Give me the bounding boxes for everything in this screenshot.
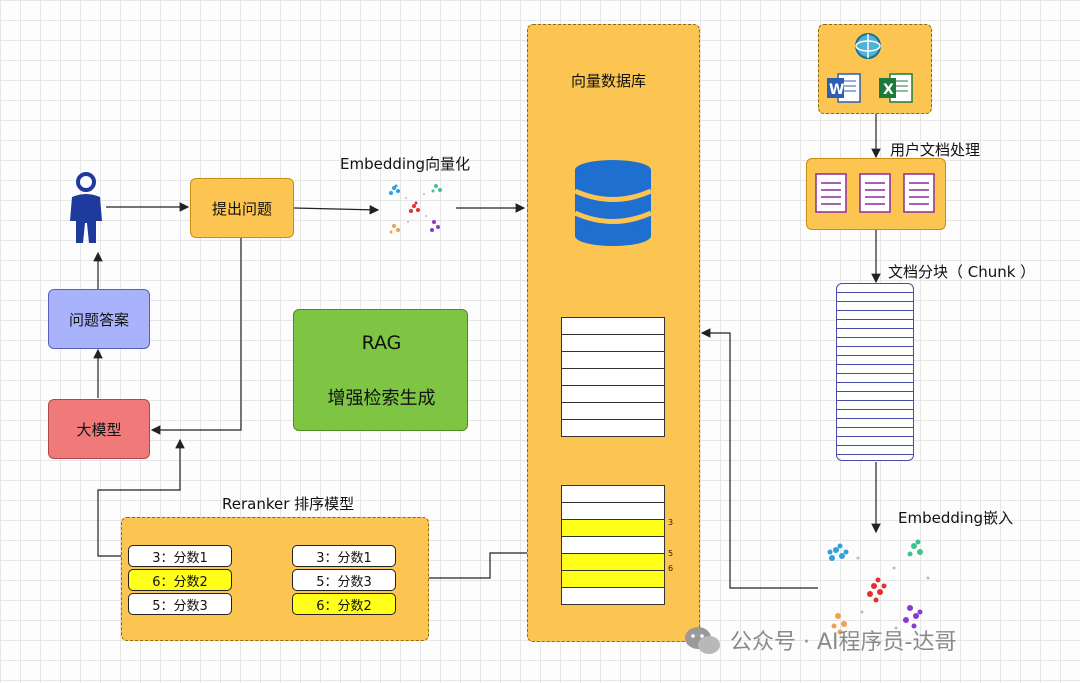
result-row: [561, 588, 665, 605]
result-row-3: [561, 520, 665, 537]
result-row-5: [561, 554, 665, 571]
result-index-6: 6: [668, 564, 674, 573]
embedding-scatter-icon: [389, 184, 442, 234]
excel-file-icon: X: [879, 73, 913, 103]
result-index-5: 5: [668, 549, 674, 558]
arrow-rerank-to-llm: [97, 438, 185, 557]
output-score-1: 3：分数1: [128, 545, 232, 567]
svg-text:W: W: [829, 82, 844, 98]
output-score-3: 5：分数3: [128, 593, 232, 615]
rag-box: RAG 增强检索生成: [293, 309, 468, 431]
result-row: [561, 537, 665, 554]
vector-db-title: 向量数据库: [571, 72, 647, 90]
reranker-title: Reranker 排序模型: [222, 495, 355, 513]
ask-question-box: 提出问题: [190, 178, 294, 238]
vector-table-all: [561, 317, 665, 437]
result-row-6: [561, 571, 665, 588]
embedding-scatter-large: [827, 539, 930, 635]
input-score-1: 3：分数1: [292, 545, 396, 567]
result-row: [561, 503, 665, 520]
arrow-db-to-rerank: [396, 552, 560, 583]
vector-row: [561, 403, 665, 420]
vector-row: [561, 420, 665, 437]
arrow-ask-to-llm: [150, 238, 242, 435]
wechat-icon: [685, 627, 720, 654]
arrow-embed-to-db: [700, 328, 818, 589]
embed-label: Embedding嵌入: [898, 509, 1014, 527]
database-icon: [573, 160, 653, 246]
input-score-3: 6：分数2: [292, 593, 396, 615]
llm-label: 大模型: [76, 420, 122, 439]
vector-row: [561, 335, 665, 352]
embedding-query-label: Embedding向量化: [340, 155, 471, 173]
doc-process-label: 用户文档处理: [890, 141, 981, 159]
answer-box: 问题答案: [48, 289, 150, 349]
result-row: [561, 485, 665, 503]
vector-table-results: [561, 485, 665, 605]
svg-text:X: X: [883, 82, 894, 98]
vector-row: [561, 317, 665, 335]
answer-label: 问题答案: [68, 310, 129, 329]
globe-icon: [855, 33, 881, 59]
output-score-2: 6：分数2: [128, 569, 232, 591]
chunk-label: 文档分块（ Chunk ）: [888, 263, 1036, 281]
input-score-2: 5：分数3: [292, 569, 396, 591]
rag-subtitle: 增强检索生成: [327, 388, 436, 409]
vector-row: [561, 369, 665, 386]
result-index-3: 3: [668, 518, 674, 527]
watermark-text: 公众号 · AI程序员-达哥: [730, 630, 957, 655]
word-file-icon: W: [827, 73, 861, 103]
chunk-list: [836, 283, 914, 461]
arrow-ask-to-embedding: [293, 205, 380, 215]
user-icon: [70, 172, 102, 243]
vector-row: [561, 386, 665, 403]
llm-box: 大模型: [48, 399, 150, 459]
vector-row: [561, 352, 665, 369]
document-pages-icon: [815, 173, 935, 213]
rag-title: RAG: [361, 332, 402, 354]
ask-question-label: 提出问题: [211, 199, 272, 218]
